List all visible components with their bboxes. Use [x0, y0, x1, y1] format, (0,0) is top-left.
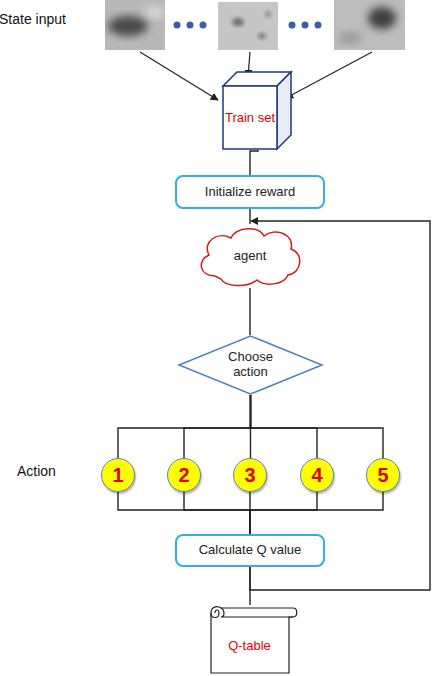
input-label: State input	[0, 11, 66, 27]
node-label: 5	[377, 464, 388, 487]
flow-connector	[250, 395, 251, 458]
flow-connector	[118, 395, 251, 458]
input-image	[334, 0, 405, 50]
node-label: Train set	[225, 111, 275, 126]
text-area: 4	[301, 459, 333, 491]
flow-connector	[249, 209, 250, 224]
node-label: Initialize reward	[205, 185, 295, 200]
text-area: 1	[102, 459, 134, 491]
text-area: Q-table	[203, 605, 298, 676]
flow-connector	[251, 395, 384, 458]
text-area: Calculate Q value	[177, 536, 323, 565]
node-label: 2	[178, 464, 189, 487]
text-area: 3	[234, 459, 266, 491]
input-image	[105, 0, 165, 50]
agent-cloud: agent	[195, 224, 305, 288]
flow-connector	[184, 492, 250, 534]
text-area: Initialize reward	[177, 177, 323, 207]
flow-connector	[250, 492, 317, 534]
flow-connector	[249, 288, 250, 335]
text-area: 2	[168, 459, 200, 491]
action-circle: 2	[167, 458, 201, 492]
node-label: Calculate Q value	[199, 543, 302, 558]
flow-connector	[249, 492, 250, 534]
action-circle: 1	[101, 458, 135, 492]
action-circle: 3	[233, 458, 267, 492]
flow-connector	[250, 492, 383, 534]
input-image	[218, 2, 278, 50]
text-area: Train set	[223, 72, 293, 150]
node-label: agent	[234, 249, 267, 264]
text-area: 5	[367, 459, 399, 491]
node-label: 3	[244, 464, 255, 487]
text-area: Choose action	[178, 335, 323, 395]
flow-connector	[118, 492, 250, 534]
process-box: Calculate Q value	[175, 534, 325, 567]
flow-connector	[250, 150, 258, 175]
node-label: 4	[311, 464, 322, 487]
action-circle: 5	[366, 458, 400, 492]
dataset-box: Train set	[223, 72, 293, 150]
ellipsis-dots	[174, 22, 322, 29]
decision-diamond: Choose action	[178, 335, 323, 395]
node-label: 1	[112, 464, 123, 487]
row-label: Action	[17, 463, 56, 479]
flow-connector	[250, 221, 430, 590]
q-table-scroll: Q-table	[203, 605, 298, 676]
process-box: Initialize reward	[175, 175, 325, 209]
action-circle: 4	[300, 458, 334, 492]
flow-connector	[184, 395, 251, 458]
flow-connector	[251, 395, 318, 458]
text-area: agent	[195, 224, 305, 288]
node-label: Choose action	[212, 350, 289, 380]
flow-connector	[249, 567, 250, 605]
node-label: Q-table	[228, 639, 271, 654]
